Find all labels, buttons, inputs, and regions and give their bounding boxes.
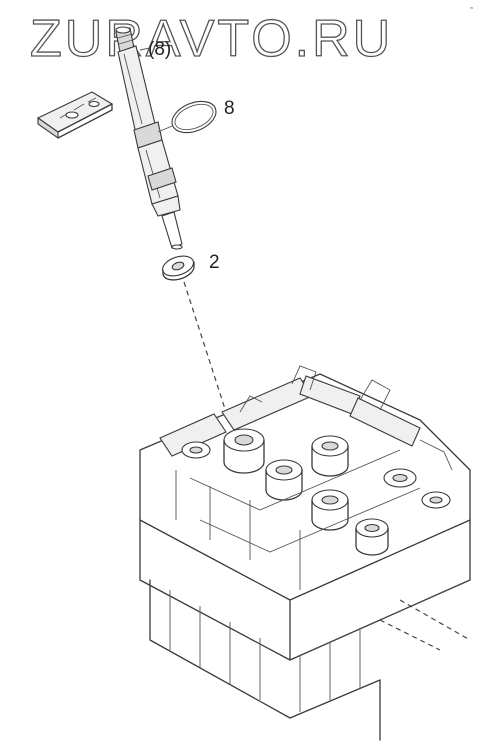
install-path-line (183, 281, 227, 413)
washer-part (161, 255, 195, 281)
valve-boss (421, 491, 451, 509)
callout-o-ring: 8 (224, 98, 235, 119)
injector-well (223, 428, 265, 474)
valve-boss (181, 441, 211, 459)
o-ring-part (157, 100, 217, 134)
watermark-text: ZURAVTO.RU (30, 10, 393, 68)
callout-injector-ref: (8) (148, 39, 171, 60)
callout-washer: 2 (209, 252, 220, 273)
corner-mark: ≈ (470, 6, 474, 12)
valve-boss (311, 435, 349, 477)
valve-boss (383, 468, 417, 488)
fuel-injector (115, 26, 183, 250)
injector-clamp (36, 91, 114, 140)
cylinder-head (139, 365, 471, 741)
valve-boss (355, 518, 389, 556)
valve-boss (311, 489, 349, 531)
